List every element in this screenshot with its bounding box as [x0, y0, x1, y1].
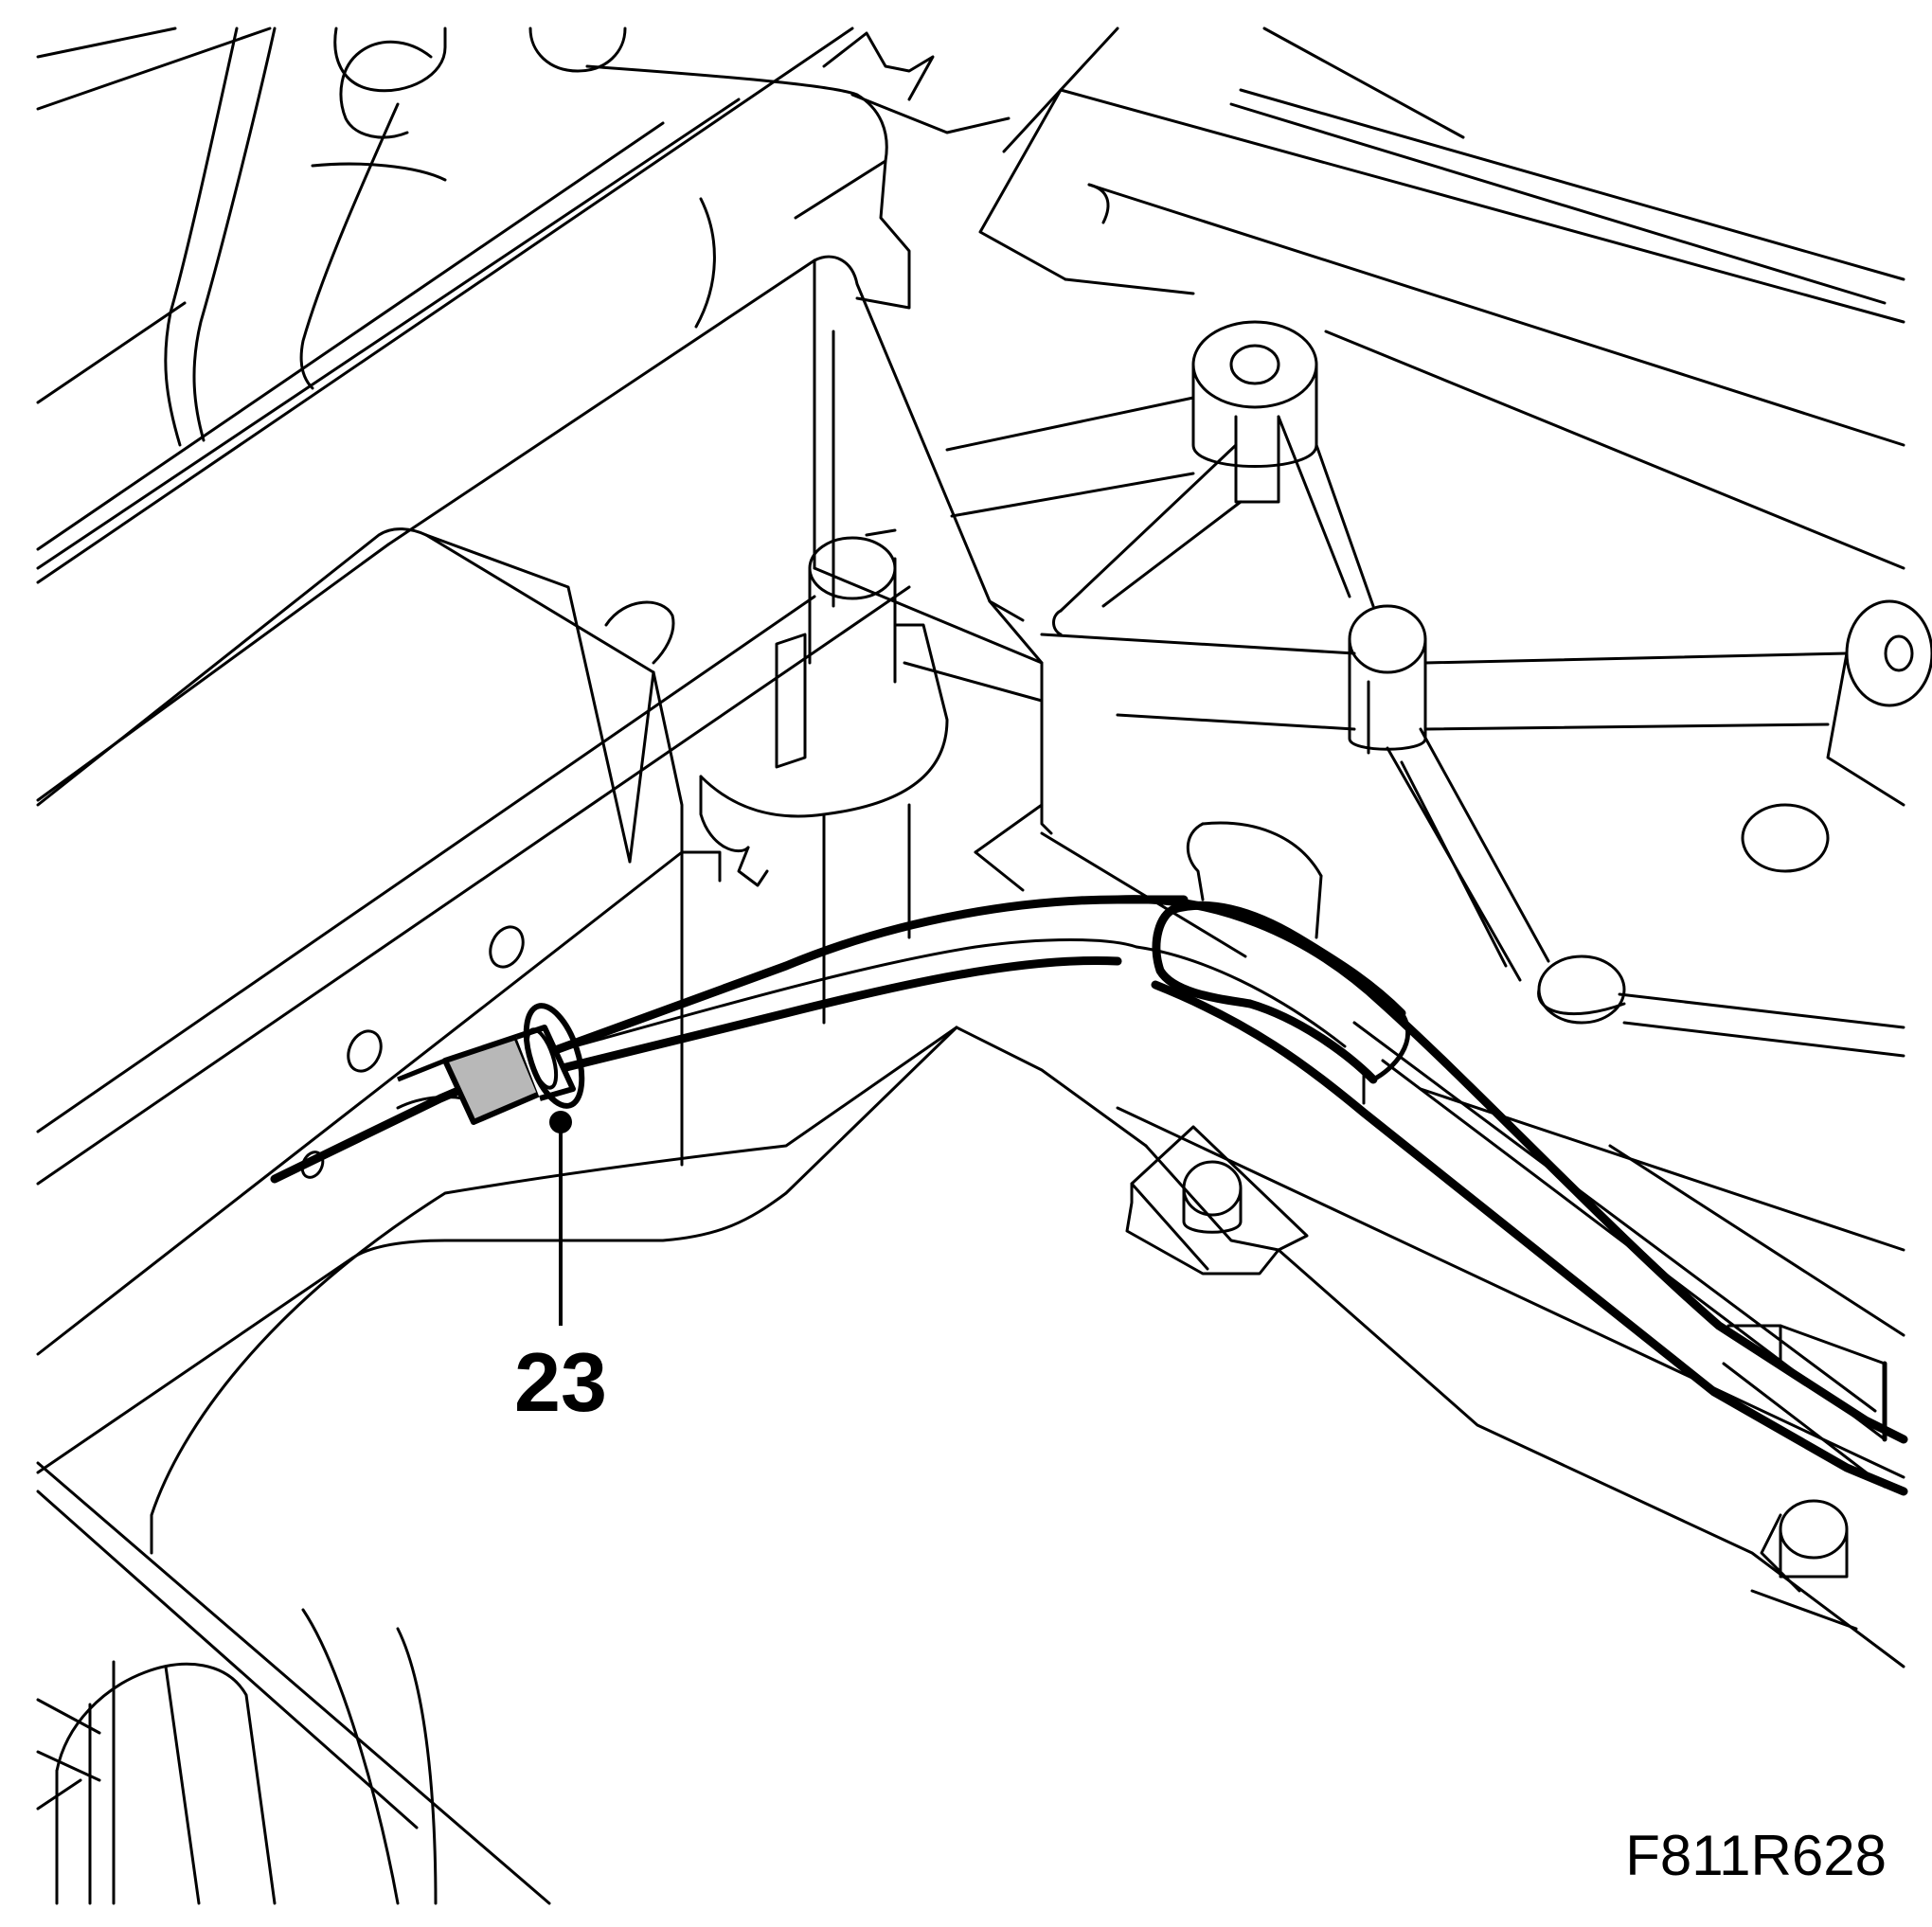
callout-number: 23: [514, 1335, 607, 1429]
center-bracket: [36, 255, 1247, 1186]
upper-left-frame: [36, 27, 1011, 802]
callout-23: 23: [514, 1111, 607, 1429]
right-side-panels: [1116, 1087, 1905, 1489]
cable-harness: [270, 821, 1908, 1496]
grid-bosses: [1191, 320, 1932, 1025]
mounting-lug: [1125, 1125, 1309, 1276]
grid-web: [945, 396, 1905, 1058]
left-beam: [36, 527, 684, 1356]
cable-end-connector: [397, 1003, 585, 1125]
upper-right-rails: [978, 27, 1905, 570]
figure-id: F811R628: [1625, 1824, 1887, 1887]
lower-plate: [36, 1026, 1905, 1905]
